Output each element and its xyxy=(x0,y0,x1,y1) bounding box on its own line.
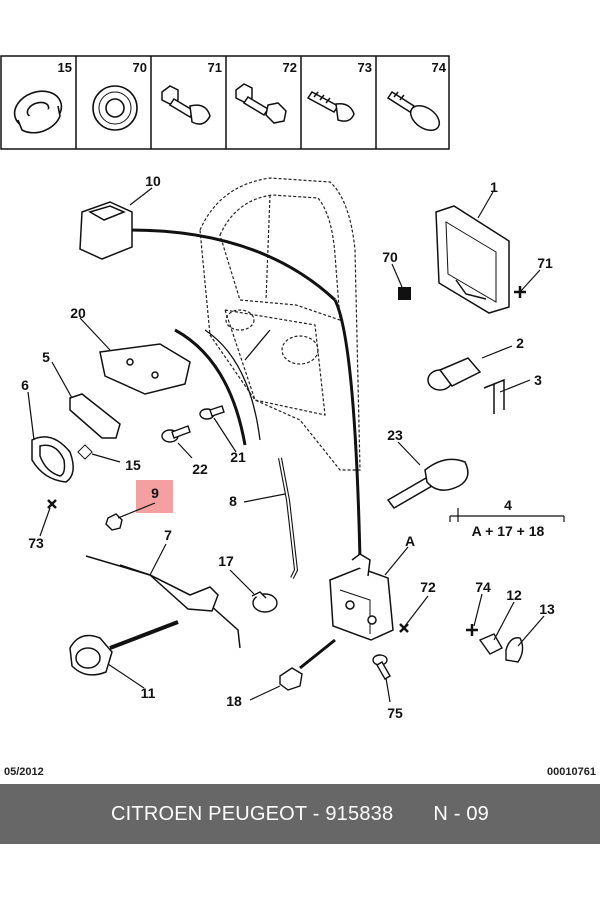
plus-mark-74 xyxy=(466,624,478,636)
banner-page-text: N - 09 xyxy=(433,802,489,825)
callout-5: 5 xyxy=(42,349,50,365)
door-lock-part-A xyxy=(329,553,394,641)
control-module-part xyxy=(435,205,510,314)
callout-13: 13 xyxy=(539,601,555,617)
callout-4: 4 xyxy=(504,497,512,513)
guide-lines xyxy=(204,329,271,441)
screw-73-mark xyxy=(47,499,57,509)
outer-handle-rod-part-7 xyxy=(85,555,241,649)
legend-label-71: 71 xyxy=(208,60,222,75)
inner-handle-part xyxy=(79,201,133,260)
door-frame xyxy=(199,177,361,471)
washer-70-mark xyxy=(398,287,411,300)
legend-label-70: 70 xyxy=(133,60,147,75)
washer-icon xyxy=(92,85,138,131)
callout-2: 2 xyxy=(516,335,524,351)
callout-1: 1 xyxy=(490,179,498,195)
rod-part-18 xyxy=(299,638,336,670)
lock-barrel-part-2 xyxy=(427,357,482,391)
fastener-legend-table xyxy=(0,55,450,150)
handle-cover-part-6 xyxy=(31,436,74,483)
grommet-icon xyxy=(13,90,63,134)
callout-18: 18 xyxy=(226,693,242,709)
screw-icon xyxy=(306,91,355,122)
callout-4-formula: A + 17 + 18 xyxy=(472,523,545,539)
callout-74: 74 xyxy=(475,579,491,595)
bolt-part-75 xyxy=(372,654,391,680)
handle-part-5 xyxy=(69,393,121,439)
callout-7: 7 xyxy=(164,527,172,543)
control-cables xyxy=(129,228,362,561)
callout-71: 71 xyxy=(537,255,553,271)
callout-3: 3 xyxy=(534,372,542,388)
retaining-clip-part-3 xyxy=(483,378,505,414)
callout-11: 11 xyxy=(141,685,156,701)
callout-6: 6 xyxy=(21,377,29,393)
callout-10: 10 xyxy=(145,173,161,189)
clip-part-9 xyxy=(105,513,123,531)
callout-23: 23 xyxy=(387,427,403,443)
rod-part-11 xyxy=(109,620,179,650)
clip-part-18 xyxy=(279,667,303,691)
bracket-part-20 xyxy=(99,343,191,395)
callout-labels: 10 1 70 71 2 3 23 4 A + 17 + 18 20 5 6 1… xyxy=(21,173,555,721)
legend-label-74: 74 xyxy=(432,60,447,75)
callout-72: 72 xyxy=(420,579,436,595)
callout-75: 75 xyxy=(387,705,403,721)
legend-label-72: 72 xyxy=(283,60,297,75)
callout-9: 9 xyxy=(151,485,159,501)
leader-lines xyxy=(27,187,565,703)
grommet-15-mark xyxy=(77,444,93,460)
callout-22: 22 xyxy=(192,461,208,477)
callout-A: A xyxy=(405,533,415,549)
callout-17: 17 xyxy=(218,553,234,569)
bolt-nut-icon xyxy=(235,83,287,124)
bolt-72-mark xyxy=(399,623,409,633)
callout-8: 8 xyxy=(229,493,237,509)
rod-part-8 xyxy=(278,457,299,579)
callout-21: 21 xyxy=(230,449,246,465)
lock-cylinder-part-11 xyxy=(69,634,113,676)
callout-73: 73 xyxy=(28,535,44,551)
callout-70: 70 xyxy=(382,249,398,265)
clip-part-17 xyxy=(251,591,278,613)
diagram-code: 00010761 xyxy=(547,766,596,778)
highlight-part-9 xyxy=(136,480,173,513)
callout-12: 12 xyxy=(506,587,522,603)
bolt-icon xyxy=(161,85,211,125)
callout-15: 15 xyxy=(125,457,141,473)
legend-label-73: 73 xyxy=(358,60,372,75)
banner-brand-text: CITROEN PEUGEOT - 915838 xyxy=(111,802,394,825)
clip-part-12 xyxy=(478,633,503,655)
clip-part-13 xyxy=(505,637,524,663)
callout-20: 20 xyxy=(70,305,86,321)
countersunk-screw-icon xyxy=(386,90,441,132)
bolt-part-21 xyxy=(199,405,225,420)
legend-label-15: 15 xyxy=(58,60,72,75)
legend-labels: 15 70 71 72 73 74 xyxy=(58,60,447,75)
part-number-banner: CITROEN PEUGEOT - 915838 N - 09 xyxy=(0,784,600,844)
key-part-23 xyxy=(386,458,469,509)
bolt-part-22 xyxy=(161,425,191,443)
diagram-date: 05/2012 xyxy=(4,766,44,778)
